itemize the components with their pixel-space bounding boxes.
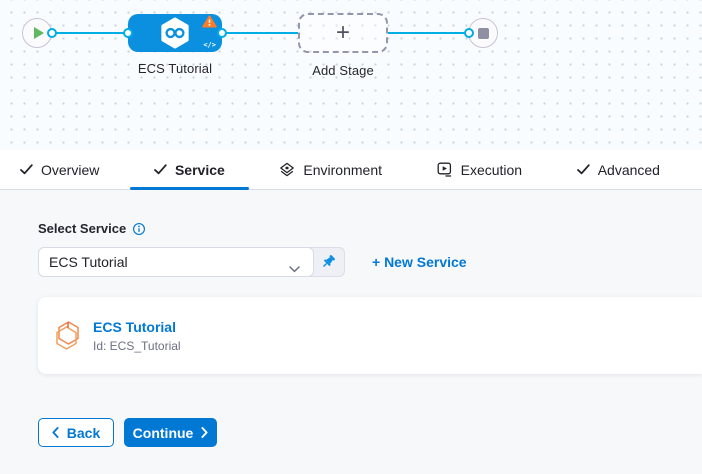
service-select-input[interactable]	[38, 247, 314, 277]
edge-start-to-stage	[52, 32, 128, 34]
back-button-label: Back	[66, 424, 101, 441]
tab-label: Advanced	[597, 161, 660, 178]
stage-input-port	[123, 28, 133, 38]
pin-icon	[323, 255, 335, 267]
new-service-button[interactable]: + New Service	[372, 254, 467, 270]
tab-advanced[interactable]: Advanced	[575, 150, 662, 189]
back-button[interactable]: Back	[38, 418, 114, 447]
stage-output-port	[217, 28, 227, 38]
check-icon	[576, 164, 590, 175]
service-card-title: ECS Tutorial	[93, 318, 176, 335]
stage-tabs: Overview Service Environment	[0, 150, 702, 190]
stop-icon	[477, 27, 489, 39]
tab-execution[interactable]: Execution	[435, 150, 524, 189]
pipeline-end-node	[468, 18, 498, 48]
service-select	[38, 247, 345, 277]
warning-icon	[202, 15, 217, 28]
harness-cd-hexagon-icon	[161, 17, 189, 49]
edge-stage-to-addstage	[222, 32, 298, 34]
select-service-label: Select Service	[38, 221, 127, 236]
execution-play-icon	[437, 162, 453, 177]
pipeline-canvas[interactable]: </> ECS Tutorial + Add Stage	[0, 0, 702, 150]
start-output-port	[47, 28, 57, 38]
add-stage-label: Add Stage	[312, 63, 374, 78]
continue-button-label: Continue	[132, 424, 194, 441]
play-icon	[33, 27, 44, 39]
service-card-ecs-tutorial[interactable]: ECS Tutorial Id: ECS_Tutorial	[38, 297, 702, 374]
stage-node-ecs-tutorial[interactable]: </>	[123, 14, 227, 52]
continue-button[interactable]: Continue	[124, 418, 217, 447]
chevron-left-icon	[52, 427, 59, 438]
yaml-code-icon: </>	[203, 41, 216, 49]
tab-service[interactable]: Service	[130, 150, 249, 190]
service-tab-content: Select Service	[0, 190, 702, 474]
edge-addstage-to-end	[388, 32, 466, 34]
info-icon[interactable]	[132, 222, 146, 236]
service-card-id: Id: ECS_Tutorial	[93, 338, 181, 353]
environment-layers-icon	[279, 162, 295, 178]
tab-label: Service	[174, 161, 225, 178]
tab-environment[interactable]: Environment	[277, 150, 384, 189]
tab-overview[interactable]: Overview	[18, 150, 101, 189]
tab-label: Overview	[41, 161, 100, 178]
service-hexagons-icon	[56, 321, 79, 350]
check-icon	[20, 164, 33, 175]
tab-label: Environment	[303, 161, 382, 178]
check-icon	[154, 164, 167, 175]
plus-icon: +	[335, 19, 350, 46]
tab-label: Execution	[460, 161, 523, 178]
end-input-port	[464, 28, 474, 38]
add-stage-button[interactable]: +	[298, 13, 388, 53]
pin-runtime-input-button[interactable]	[312, 248, 344, 276]
stage-node-label: ECS Tutorial	[137, 61, 213, 76]
chevron-right-icon	[201, 427, 208, 438]
